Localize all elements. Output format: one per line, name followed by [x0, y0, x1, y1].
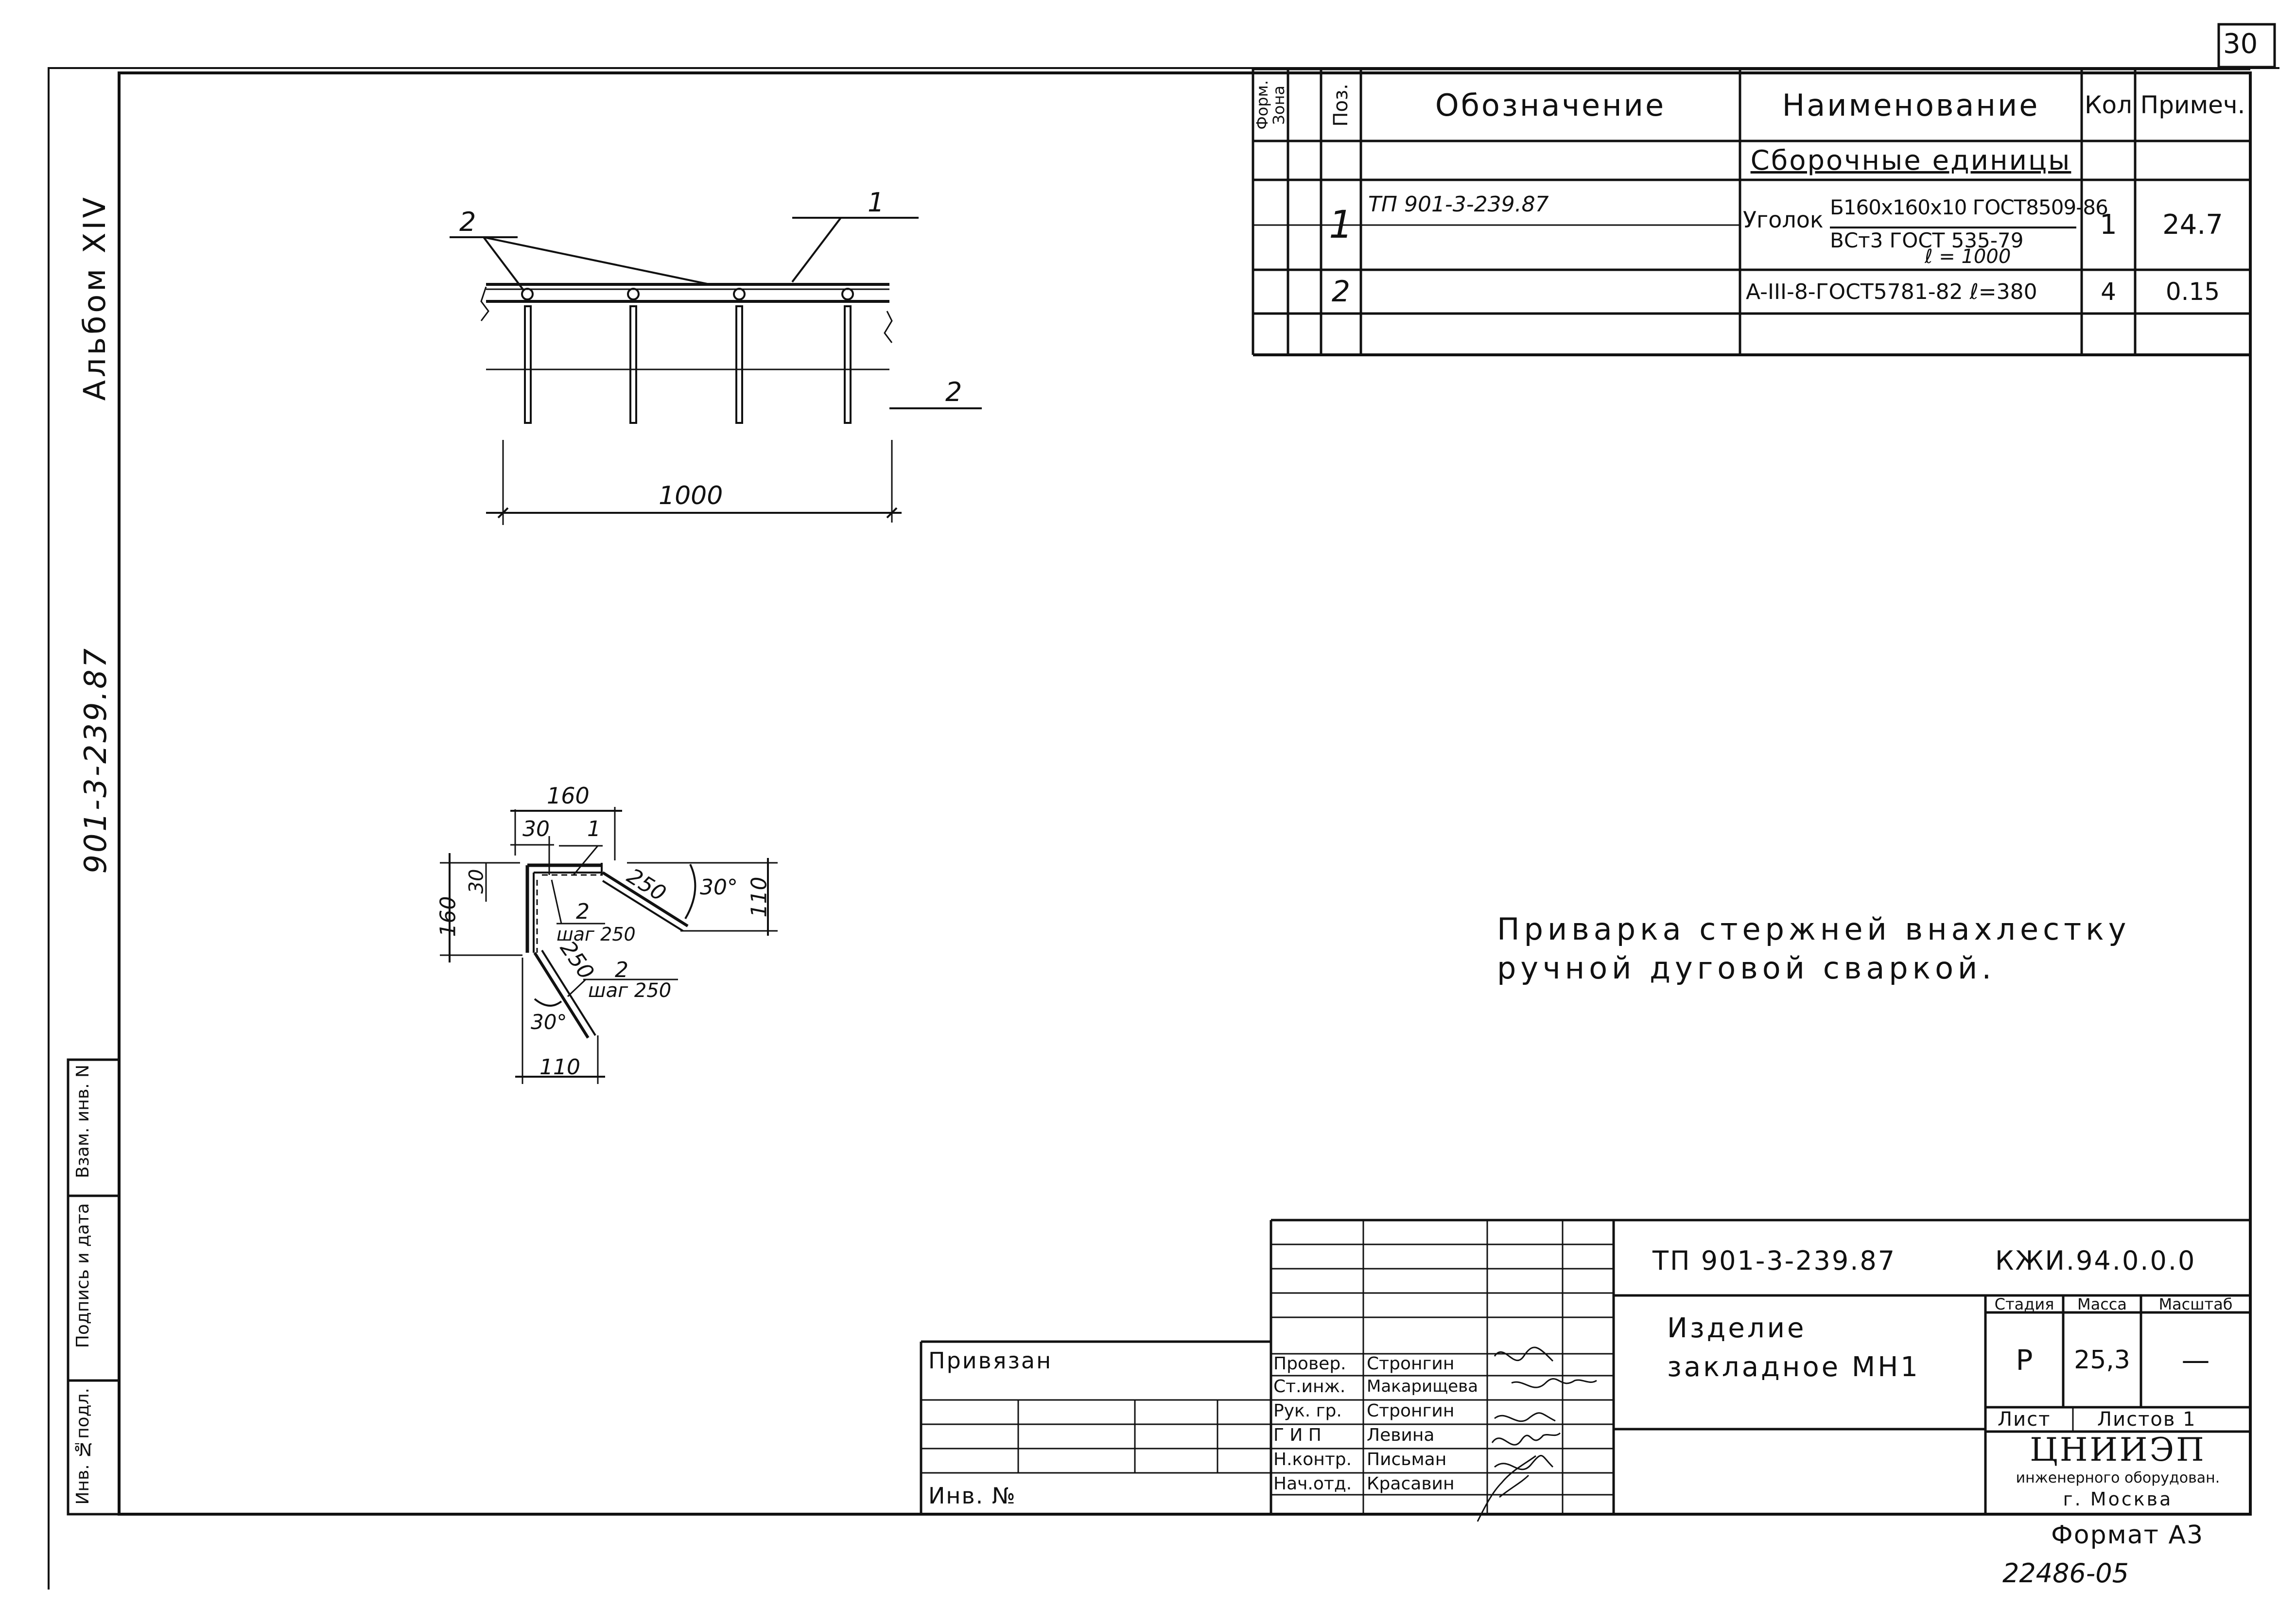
spec-header-qty: Кол: [2084, 91, 2133, 119]
side-stamp-replacement: Взам. инв. N: [73, 1065, 93, 1178]
spec-row1-name-prefix: Уголок: [1743, 207, 1824, 233]
sheet-format: Формат А3: [2051, 1521, 2204, 1550]
staff-role: Нач.отд.: [1273, 1474, 1352, 1494]
staff-name: Макарищева: [1367, 1377, 1478, 1396]
mass-value: 25,3: [2074, 1345, 2130, 1375]
org-name: ЦНИИЭП: [2030, 1432, 2206, 1468]
staff-name: Левина: [1367, 1425, 1435, 1445]
org-line3: г. Москва: [2063, 1488, 2173, 1510]
spec-row2-name: A-III-8-ГОСТ5781-82 ℓ=380: [1746, 279, 2037, 304]
section-dim: 1: [587, 817, 601, 841]
signature-scribbles: [1477, 1346, 1597, 1522]
archive-number: 22486-05: [2002, 1558, 2129, 1589]
staff-role: Рук. гр.: [1273, 1401, 1342, 1421]
section-dim: 110: [747, 876, 772, 918]
spec-row1-pos: 1: [1329, 203, 1353, 247]
note-line2: ручной дуговой сваркой.: [1497, 950, 1996, 986]
spec-row1-designation: ТП 901-3-239.87: [1368, 192, 1549, 217]
section-dim: шаг 250: [588, 979, 672, 1002]
album-label: Альбом XIV: [77, 194, 112, 401]
staff-name: Стронгин: [1367, 1354, 1455, 1374]
spec-header-name: Наименование: [1782, 87, 2040, 123]
section-dim: 160: [547, 783, 590, 809]
side-stamp-signature: Подпись и дата: [73, 1203, 93, 1348]
staff-role: Провер.: [1273, 1354, 1346, 1374]
project-code: ТП 901-3-239.87: [1652, 1245, 1896, 1276]
section-drawing-lines: [440, 807, 778, 1084]
spec-row1-note: 24.7: [2162, 209, 2223, 241]
spec-row1-name-length: ℓ = 1000: [1925, 245, 2011, 268]
side-stamp-inv: Инв. №подл.: [73, 1388, 93, 1505]
top-drawing-dimension: 1000: [659, 481, 723, 510]
spec-header-note: Примеч.: [2140, 91, 2245, 119]
spec-header-designation: Обозначение: [1435, 87, 1666, 123]
top-drawing-pos2-right: 2: [945, 377, 962, 407]
org-line2: инженерного оборудован.: [2016, 1469, 2220, 1486]
scale-value: —: [2181, 1343, 2210, 1377]
section-dim: 30°: [700, 875, 738, 900]
section-dim: 110: [539, 1055, 580, 1080]
spec-row2-note: 0.15: [2165, 278, 2220, 306]
staff-role: Г И П: [1273, 1425, 1322, 1445]
stage-header: Стадия: [1994, 1295, 2054, 1312]
section-dim: 2: [576, 899, 590, 924]
sheet-label: Лист: [1998, 1408, 2051, 1431]
spec-table-lines: [1252, 68, 2250, 356]
page-number: 30: [2223, 28, 2258, 60]
section-dim: 30: [522, 817, 550, 841]
section-dim: 30°: [531, 1010, 567, 1034]
spec-header-form: Форм.: [1253, 80, 1271, 130]
spec-header-zone: Зона: [1270, 85, 1288, 125]
inv-label: Инв. №: [928, 1483, 1016, 1509]
project-code-side: 901-3-239.87: [78, 647, 113, 874]
staff-name: Красавин: [1367, 1474, 1455, 1494]
top-drawing-pos2-left: 2: [459, 207, 476, 237]
spec-row1-qty: 1: [2100, 209, 2117, 241]
title-block-lines: [920, 1219, 2250, 1516]
spec-row1-name-top: Б160x160x10 ГОСТ8509-86: [1830, 195, 2108, 219]
spec-row2-pos: 2: [1331, 275, 1351, 309]
spec-row2-qty: 4: [2101, 278, 2116, 306]
scale-header: Масштаб: [2158, 1295, 2233, 1312]
bound-label: Привязан: [928, 1347, 1053, 1374]
mass-header: Масса: [2077, 1295, 2127, 1312]
spec-row1-name-bottom: ВСт3 ГОСТ 535-79: [1830, 228, 2024, 252]
note-line1: Приварка стержней внахлестку: [1497, 911, 2131, 947]
drawing-title-line1: Изделие: [1667, 1312, 1807, 1344]
staff-role: Н.контр.: [1273, 1450, 1352, 1469]
stage-value: Р: [2016, 1343, 2033, 1377]
section-dim: шаг 250: [557, 924, 636, 945]
sheets-label: Листов 1: [2097, 1408, 2196, 1431]
section-dim: 2: [615, 958, 628, 982]
top-drawing-pos1: 1: [868, 187, 885, 218]
spec-section-title: Сборочные единицы: [1750, 144, 2071, 176]
staff-role: Ст.инж.: [1273, 1377, 1346, 1397]
section-dim: 160: [435, 896, 461, 937]
spec-header-pos: Поз.: [1330, 83, 1352, 127]
section-dim: 30: [465, 869, 488, 894]
staff-name: Стронгин: [1367, 1401, 1455, 1421]
top-drawing-lines: [450, 217, 982, 525]
drawing-title-line2: закладное МН1: [1667, 1351, 1920, 1383]
document-code: КЖИ.94.0.0.0: [1995, 1245, 2196, 1276]
staff-name: Письман: [1367, 1450, 1447, 1469]
